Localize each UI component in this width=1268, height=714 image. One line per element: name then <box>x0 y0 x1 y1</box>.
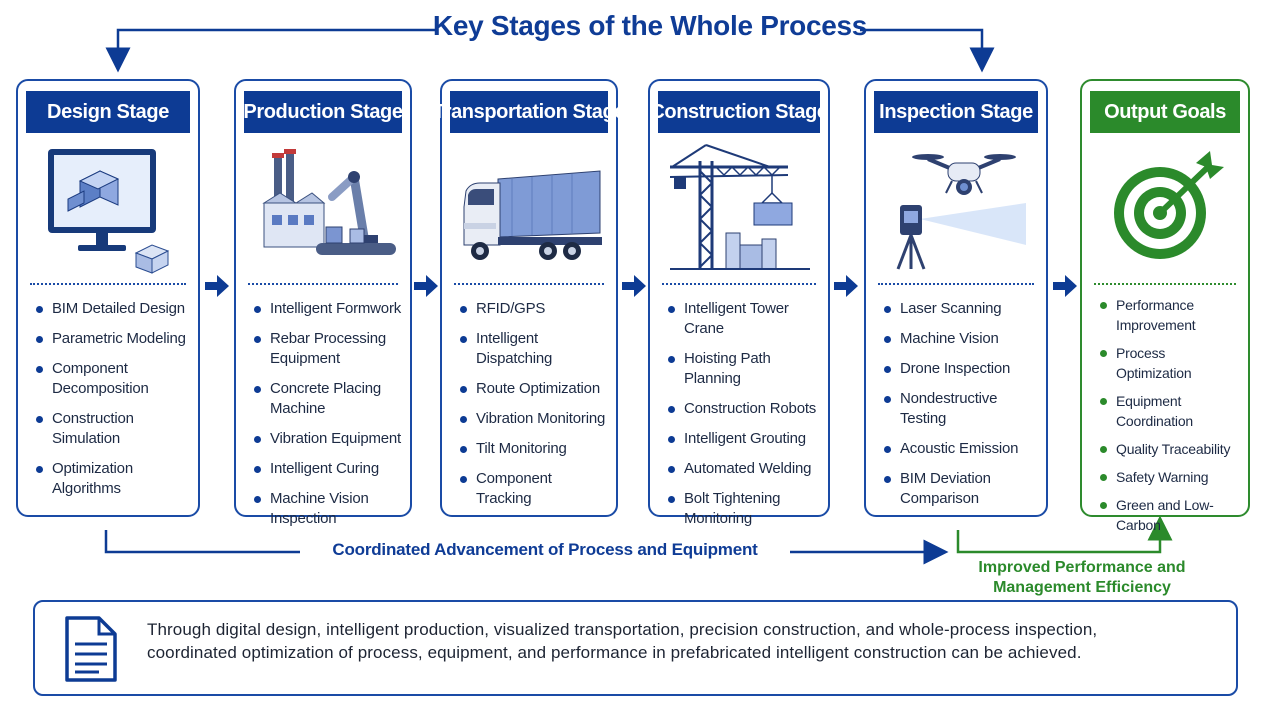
list-item: BIM Deviation Comparison <box>878 469 1040 509</box>
list-item: Component Tracking <box>454 469 610 509</box>
list-item: Intelligent Dispatching <box>454 329 610 369</box>
list-item: Hoisting Path Planning <box>662 349 822 389</box>
list-item: Vibration Equipment <box>248 429 404 449</box>
stage-divider <box>1094 283 1236 285</box>
list-item: Laser Scanning <box>878 299 1040 319</box>
list-item: RFID/GPS <box>454 299 610 319</box>
list-item: Vibration Monitoring <box>454 409 610 429</box>
flow-arrow-icon <box>414 275 438 297</box>
list-item: Acoustic Emission <box>878 439 1040 459</box>
summary-box: Through digital design, intelligent prod… <box>33 600 1238 696</box>
computer-bim-icon <box>28 141 188 277</box>
flow-arrow-icon <box>205 275 229 297</box>
stage-divider <box>662 283 816 285</box>
stage-construction: Construction Stage Intelligent Tower Cra… <box>648 79 830 527</box>
stage-divider <box>30 283 186 285</box>
list-item: Performance Improvement <box>1094 295 1242 335</box>
list-item: Drone Inspection <box>878 359 1040 379</box>
list-item: Bolt Tightening Monitoring <box>662 489 822 529</box>
stage-divider <box>248 283 398 285</box>
truck-icon <box>452 141 606 277</box>
list-item: Tilt Monitoring <box>454 439 610 459</box>
flow-arrow-icon <box>834 275 858 297</box>
stage-item-list: Performance Improvement Process Optimiza… <box>1094 295 1242 543</box>
stage-design: Design Stage BIM Detailed Design Paramet… <box>16 79 200 517</box>
stage-item-list: Intelligent Tower Crane Hoisting Path Pl… <box>662 299 822 539</box>
stage-header: Production Stage <box>243 91 403 133</box>
stage-item-list: BIM Detailed Design Parametric Modeling … <box>30 299 192 509</box>
list-item: Automated Welding <box>662 459 822 479</box>
list-item: Green and Low-Carbon <box>1094 495 1242 535</box>
coordination-label: Coordinated Advancement of Process and E… <box>300 540 790 560</box>
list-item: BIM Detailed Design <box>30 299 192 319</box>
target-arrow-icon <box>1092 141 1238 277</box>
summary-text: Through digital design, intelligent prod… <box>147 620 1098 662</box>
diagram-title: Key Stages of the Whole Process <box>432 10 868 41</box>
list-item: Intelligent Grouting <box>662 429 822 449</box>
list-item: Quality Traceability <box>1094 439 1242 459</box>
coordination-line-left <box>104 530 308 554</box>
list-item: Component Decomposition <box>30 359 192 399</box>
stage-header: Construction Stage <box>650 91 828 133</box>
list-item: Equipment Coordination <box>1094 391 1242 431</box>
list-item: Intelligent Tower Crane <box>662 299 822 339</box>
list-item: Construction Robots <box>662 399 822 419</box>
document-icon <box>61 614 121 684</box>
stage-item-list: Laser Scanning Machine Vision Drone Insp… <box>878 299 1040 519</box>
tower-crane-icon <box>660 141 818 277</box>
stage-header: Output Goals <box>1090 91 1240 133</box>
title-bracket-left <box>105 28 436 73</box>
list-item: Concrete Placing Machine <box>248 379 404 419</box>
drone-laser-scanner-icon <box>876 141 1036 277</box>
flow-arrow-icon <box>1053 275 1077 297</box>
improved-performance-label: Improved Performance and Management Effi… <box>978 559 1186 596</box>
stage-divider <box>878 283 1034 285</box>
stage-production: Production Stage Intelligent Formwork Re… <box>234 79 412 527</box>
list-item: Nondestructive Testing <box>878 389 1040 429</box>
list-item: Machine Vision <box>878 329 1040 349</box>
stage-output-goals: Output Goals Performance Improvement Pro… <box>1080 79 1250 533</box>
stage-inspection: Inspection Stage Laser Scanning Machine … <box>864 79 1048 517</box>
list-item: Construction Simulation <box>30 409 192 449</box>
factory-robot-arm-icon <box>246 141 400 277</box>
list-item: Machine Vision Inspection <box>248 489 404 529</box>
title-bracket-right <box>860 28 995 73</box>
list-item: Intelligent Curing <box>248 459 404 479</box>
list-item: Intelligent Formwork <box>248 299 404 319</box>
stage-divider <box>454 283 604 285</box>
list-item: Process Optimization <box>1094 343 1242 383</box>
list-item: Optimization Algorithms <box>30 459 192 499</box>
flow-arrow-icon <box>622 275 646 297</box>
list-item: Rebar Processing Equipment <box>248 329 404 369</box>
stage-header: Transportation Stage <box>433 91 625 133</box>
stage-header: Design Stage <box>26 91 190 133</box>
stage-item-list: Intelligent Formwork Rebar Processing Eq… <box>248 299 404 539</box>
improvement-arrow <box>956 515 1173 554</box>
list-item: Route Optimization <box>454 379 610 399</box>
list-item: Safety Warning <box>1094 467 1242 487</box>
stage-transportation: Transportation Stage RFID/GPS Intelligen… <box>433 79 625 519</box>
stage-item-list: RFID/GPS Intelligent Dispatching Route O… <box>454 299 610 519</box>
stage-header: Inspection Stage <box>874 91 1038 133</box>
list-item: Parametric Modeling <box>30 329 192 349</box>
